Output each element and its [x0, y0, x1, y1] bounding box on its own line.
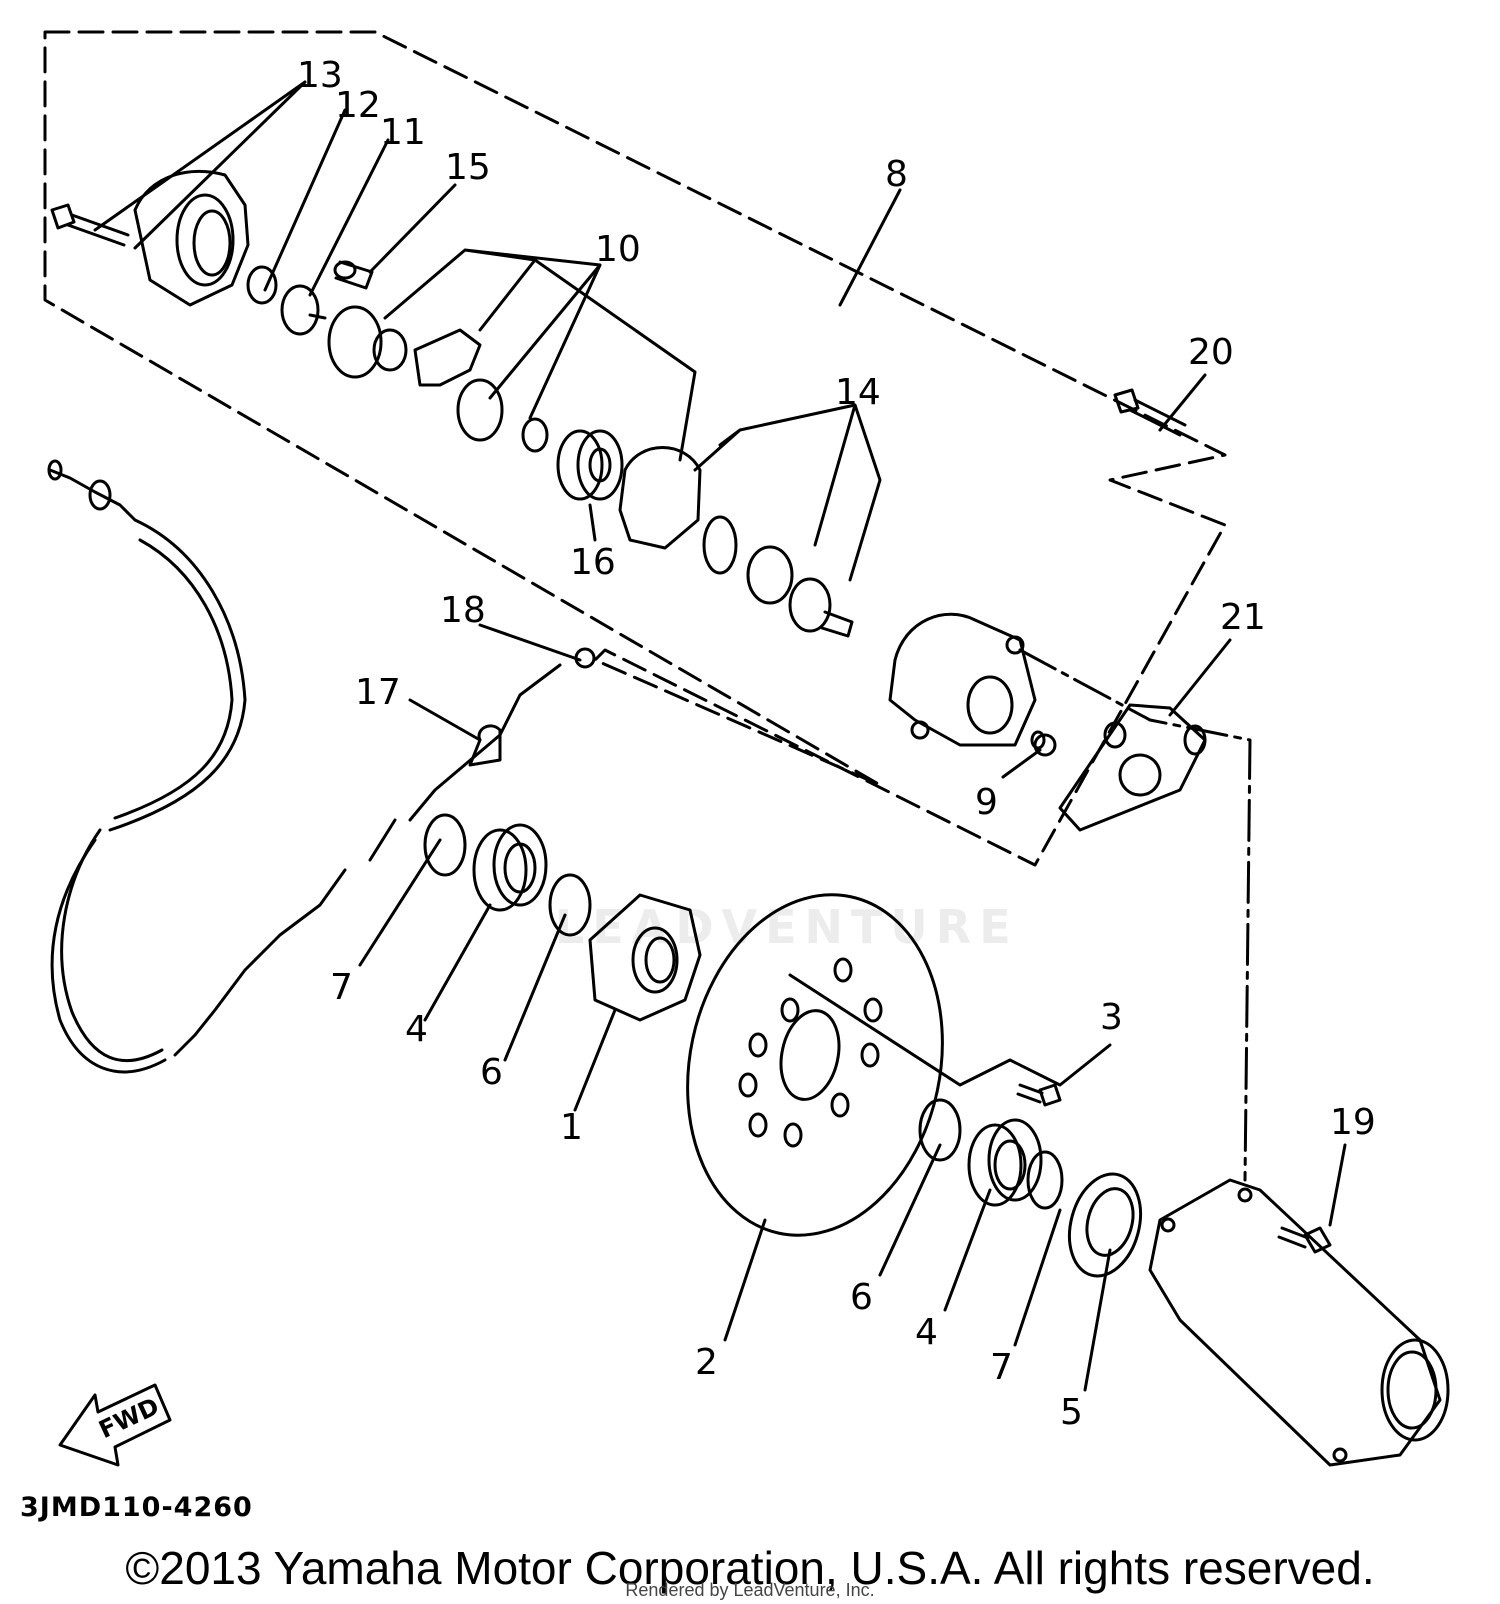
leader-15	[368, 183, 457, 274]
leadventure-watermark: LEADVENTURE	[555, 900, 1019, 954]
seal-4a	[472, 823, 548, 912]
axle-housing	[1148, 1178, 1450, 1467]
callout-20: 20	[1188, 332, 1234, 373]
seal-12	[246, 265, 278, 305]
brake-disc-2	[686, 893, 944, 1237]
leader-6b	[878, 1143, 942, 1277]
o-ring-6b	[918, 1098, 962, 1162]
callout-6b: 6	[850, 1277, 873, 1318]
callout-15: 15	[445, 147, 491, 188]
leader-17	[408, 698, 482, 742]
seal-4b	[967, 1118, 1043, 1207]
leader-6a	[503, 913, 567, 1062]
leader-2	[723, 1218, 767, 1342]
leader-hub-link	[1018, 648, 1252, 1182]
callout-7b: 7	[990, 1347, 1013, 1388]
leader-14	[693, 403, 882, 582]
leader-5	[1083, 1248, 1112, 1392]
leader-21	[1168, 638, 1232, 717]
bleeder-9	[1030, 730, 1057, 757]
bolt-20	[1113, 388, 1187, 437]
callout-12: 12	[335, 85, 381, 126]
callout-18: 18	[440, 590, 486, 631]
callout-21: 21	[1220, 597, 1266, 638]
leader-13	[93, 80, 307, 250]
diagram-code: 3JMD110-4260	[20, 1492, 253, 1523]
assembly-8-outline	[43, 30, 1227, 867]
bracket-21	[1058, 703, 1207, 832]
bearing-16	[556, 429, 624, 501]
callout-10: 10	[595, 229, 641, 270]
callout-17: 17	[355, 672, 401, 713]
callout-16: 16	[570, 542, 616, 583]
leader-1	[573, 1008, 617, 1112]
bolt-19	[1277, 1226, 1332, 1254]
cable-17	[47, 459, 562, 1074]
leader-16	[588, 503, 597, 542]
cover-housing	[133, 169, 250, 307]
callout-4a: 4	[405, 1009, 428, 1050]
o-ring-6a	[548, 873, 592, 937]
gear-11	[280, 284, 327, 336]
leader-11	[308, 138, 390, 297]
callout-9: 9	[975, 782, 998, 823]
plunger-14	[788, 577, 854, 638]
rendered-by-notice: Rendered by LeadVenture, Inc.	[625, 1580, 875, 1600]
callout-8: 8	[885, 154, 908, 195]
leader-4a	[423, 903, 492, 1022]
o-ring-7a	[423, 813, 467, 877]
callout-6a: 6	[480, 1052, 503, 1093]
copyright-notice: ©2013 Yamaha Motor Corporation, U.S.A. A…	[125, 1542, 1375, 1594]
fwd-label: FWD	[95, 1392, 164, 1444]
gasket	[618, 446, 702, 550]
callout-1: 1	[560, 1107, 583, 1148]
callout-3: 3	[1100, 997, 1123, 1038]
callout-11: 11	[380, 112, 426, 153]
callout-7a: 7	[330, 967, 353, 1008]
callout-4b: 4	[915, 1312, 938, 1353]
callout-5: 5	[1060, 1392, 1083, 1433]
o-ring-7b	[1026, 1150, 1064, 1210]
nut-18	[574, 647, 596, 669]
hub-1	[588, 893, 702, 1022]
callout-2: 2	[695, 1342, 718, 1383]
fwd-arrow	[58, 1383, 172, 1467]
leader-7b	[1013, 1208, 1062, 1347]
leader-8	[838, 188, 902, 307]
leader-20	[1158, 373, 1207, 432]
seal-5	[1068, 1172, 1142, 1278]
bolt-3	[1016, 1083, 1062, 1107]
cap-14	[746, 545, 794, 605]
bolt-13	[50, 203, 130, 247]
leader-12	[263, 108, 347, 292]
leader-4b	[943, 1188, 992, 1312]
leader-18	[478, 623, 582, 662]
leader-19	[1328, 1143, 1347, 1227]
leader-3	[788, 973, 1112, 1087]
callout-13: 13	[297, 55, 343, 96]
o-ring-14	[702, 515, 738, 575]
leader-9	[1001, 748, 1042, 779]
callout-19: 19	[1330, 1102, 1376, 1143]
callout-14: 14	[835, 372, 881, 413]
caliper-body	[888, 612, 1037, 747]
pin-15	[333, 260, 374, 290]
gear-assembly-10	[327, 305, 549, 453]
leader-10	[383, 248, 697, 462]
